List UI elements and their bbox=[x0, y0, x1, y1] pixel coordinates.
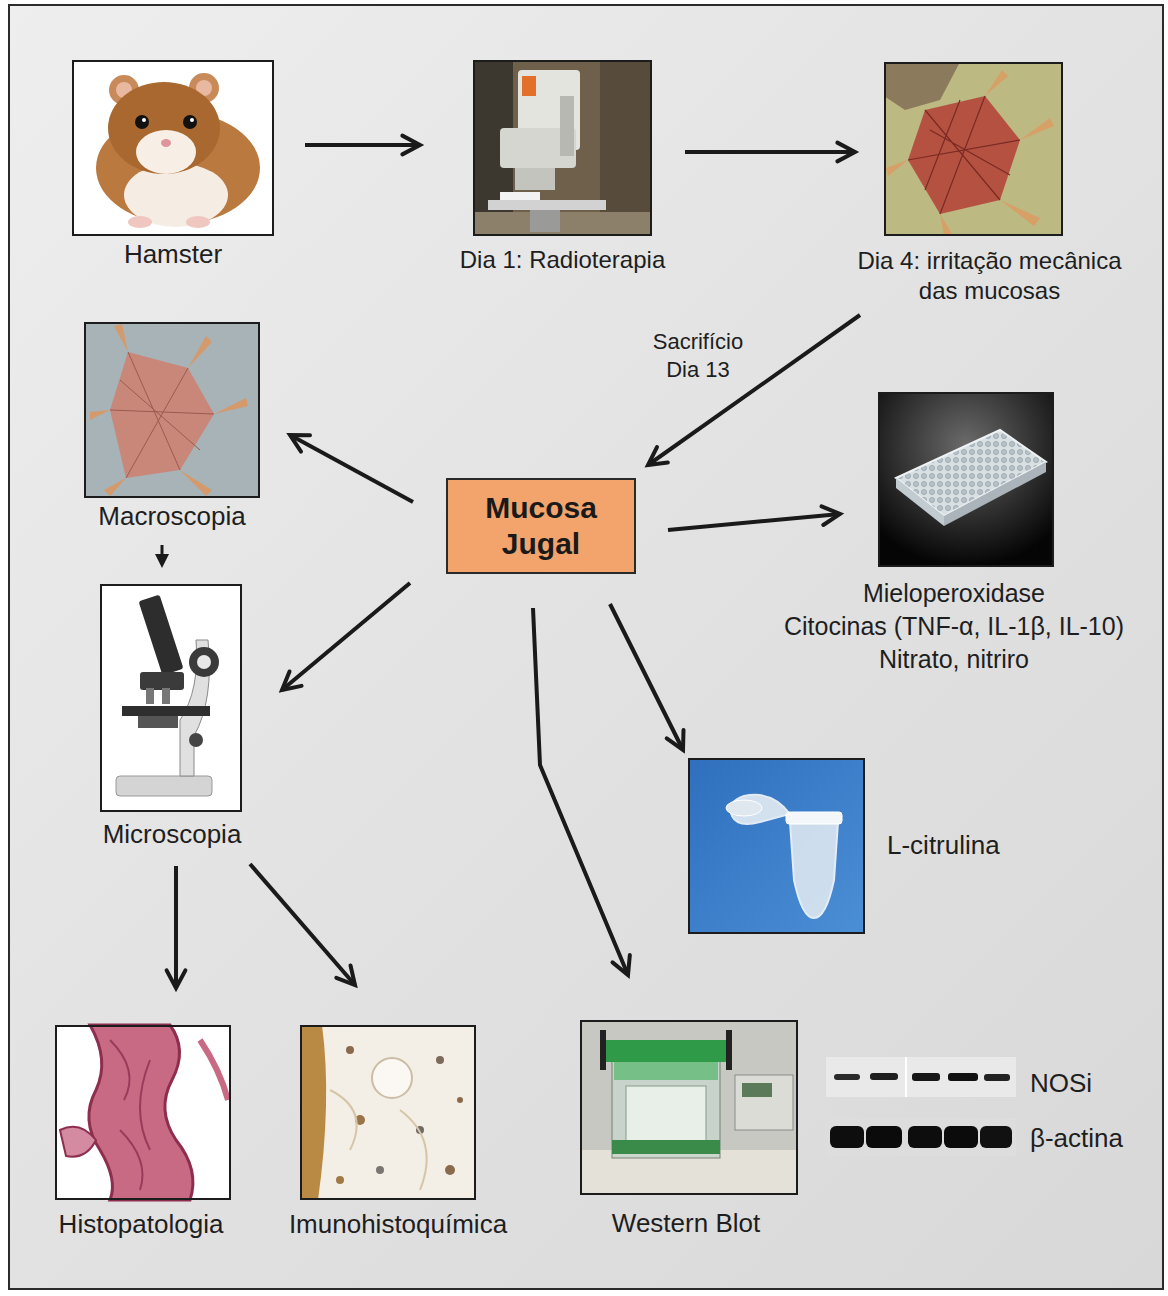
histology-photo bbox=[55, 1025, 231, 1200]
photo-frame: Hamster bbox=[72, 60, 274, 236]
arrowhead bbox=[648, 447, 668, 465]
arrowhead bbox=[282, 671, 302, 690]
process-box: Mucosa Jugal bbox=[446, 478, 636, 574]
caption: Microscopia bbox=[103, 820, 242, 850]
connector bbox=[290, 435, 413, 502]
photo-frame: Macroscopia bbox=[84, 322, 260, 498]
caption: Western Blot bbox=[612, 1209, 760, 1239]
arrowhead bbox=[667, 730, 684, 750]
connector-line bbox=[174, 866, 178, 988]
photo-frame: Histopatologia bbox=[55, 1025, 231, 1200]
caption-text: Dia 1: Radioterapia bbox=[460, 246, 665, 274]
edge-label: Sacrifício Dia 13 bbox=[642, 328, 754, 384]
connector bbox=[167, 866, 186, 988]
photo-frame: Imunohistoquímica bbox=[300, 1025, 476, 1200]
connector-line bbox=[668, 514, 840, 530]
caption-text: Microscopia bbox=[103, 820, 242, 850]
arrowhead bbox=[837, 143, 855, 162]
caption-text: Histopatologia bbox=[59, 1210, 224, 1240]
arrowhead bbox=[822, 506, 840, 525]
photo-frame: Western Blot bbox=[580, 1020, 798, 1195]
connector bbox=[305, 136, 420, 155]
box-label: Mucosa Jugal bbox=[466, 490, 616, 562]
arrowhead bbox=[155, 554, 169, 568]
mucosa-irritation-photo bbox=[884, 62, 1063, 236]
caption-text: L-citrulina bbox=[887, 831, 1000, 861]
connector-line bbox=[610, 604, 683, 750]
connector-line bbox=[533, 608, 628, 975]
radiotherapy-photo bbox=[473, 60, 652, 236]
connector-line bbox=[685, 150, 855, 154]
connector-line bbox=[250, 864, 355, 985]
photo-frame: Dia 4: irritação mecânica das mucosas bbox=[884, 62, 1063, 236]
caption: L-citrulina bbox=[887, 831, 1000, 861]
arrowhead bbox=[290, 435, 310, 452]
connector bbox=[155, 545, 169, 568]
photo-frame: Dia 1: Radioterapia bbox=[473, 60, 652, 236]
connector-line bbox=[161, 545, 164, 554]
ihc-photo bbox=[300, 1025, 476, 1200]
blot-bands bbox=[826, 1057, 1016, 1156]
connector bbox=[533, 608, 630, 975]
connector bbox=[610, 604, 684, 750]
caption: Histopatologia bbox=[59, 1210, 224, 1240]
connector bbox=[282, 583, 410, 690]
arrowhead bbox=[167, 970, 186, 988]
photo-frame: MieloperoxidaseCitocinas (TNF-α, IL-1β, … bbox=[878, 392, 1054, 567]
caption: Hamster bbox=[124, 240, 222, 270]
caption-text: Macroscopia bbox=[98, 502, 245, 532]
caption-text: Mieloperoxidase bbox=[784, 577, 1124, 610]
band-label: NOSi bbox=[1030, 1068, 1092, 1099]
connector-line bbox=[305, 143, 420, 147]
caption: Macroscopia bbox=[98, 502, 245, 532]
caption-text: Hamster bbox=[124, 240, 222, 270]
caption: Dia 4: irritação mecânica das mucosas bbox=[845, 246, 1135, 306]
arrowhead bbox=[402, 136, 420, 155]
macroscopy-photo bbox=[84, 322, 260, 498]
arrowhead bbox=[613, 955, 630, 975]
caption-text: Nitrato, nitriro bbox=[784, 643, 1124, 676]
connector bbox=[685, 143, 855, 162]
connector-line bbox=[290, 435, 413, 502]
hamster-photo bbox=[72, 60, 274, 236]
caption-text: Imunohistoquímica bbox=[289, 1210, 507, 1240]
connector bbox=[668, 506, 840, 530]
arrowhead bbox=[336, 966, 355, 985]
microscope-photo bbox=[100, 584, 242, 812]
caption: MieloperoxidaseCitocinas (TNF-α, IL-1β, … bbox=[784, 577, 1124, 676]
caption-text: Western Blot bbox=[612, 1209, 760, 1239]
caption: Imunohistoquímica bbox=[289, 1210, 507, 1240]
caption-text: Dia 4: irritação mecânica das mucosas bbox=[845, 246, 1135, 306]
connector-line bbox=[282, 583, 410, 690]
caption: Dia 1: Radioterapia bbox=[460, 246, 665, 274]
photo-frame: L-citrulina bbox=[688, 758, 865, 934]
caption-text: Citocinas (TNF-α, IL-1β, IL-10) bbox=[784, 610, 1124, 643]
connector bbox=[250, 864, 355, 985]
western-blot-photo bbox=[580, 1020, 798, 1195]
band-label: β-actina bbox=[1030, 1123, 1123, 1154]
microplate-photo bbox=[878, 392, 1054, 567]
tube-photo bbox=[688, 758, 865, 934]
photo-frame: Microscopia bbox=[100, 584, 242, 812]
